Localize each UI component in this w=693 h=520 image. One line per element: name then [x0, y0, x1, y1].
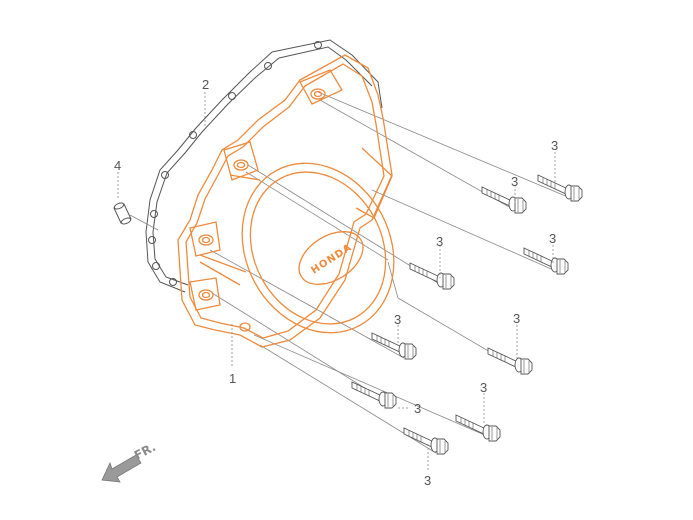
bolt	[523, 247, 569, 275]
bolt	[371, 332, 417, 360]
generator-cover	[177, 54, 395, 348]
callout-bolt: 3	[394, 312, 401, 327]
front-direction-indicator: FR.	[101, 440, 158, 483]
bolt	[455, 414, 501, 442]
callout-gasket: 2	[202, 77, 209, 92]
callout-bolt: 3	[414, 401, 421, 416]
callout-cover: 1	[229, 371, 236, 386]
leader-lines	[129, 91, 576, 454]
callout-bolt: 3	[551, 138, 558, 153]
bolt	[351, 381, 397, 409]
callout-bolt: 3	[480, 380, 487, 395]
bolt	[487, 347, 533, 375]
callout-bolt: 3	[549, 231, 556, 246]
bolt	[537, 174, 583, 202]
callout-bolt: 3	[424, 473, 431, 488]
bolt	[481, 186, 527, 214]
bolt	[409, 262, 455, 290]
callout-dowel: 4	[114, 158, 121, 173]
gasket	[145, 39, 383, 293]
callout-leaders	[117, 92, 556, 472]
callout-bolt: 3	[513, 311, 520, 326]
front-direction-label: FR.	[132, 440, 158, 463]
bolt	[403, 427, 449, 455]
dowel-pin	[113, 202, 132, 225]
callout-bolt: 3	[436, 234, 443, 249]
callout-numbers: 1 2 4 3 3 3 3 3 3 3 3 3	[114, 77, 558, 488]
callout-bolt: 3	[511, 174, 518, 189]
front-arrow-icon	[101, 454, 142, 483]
